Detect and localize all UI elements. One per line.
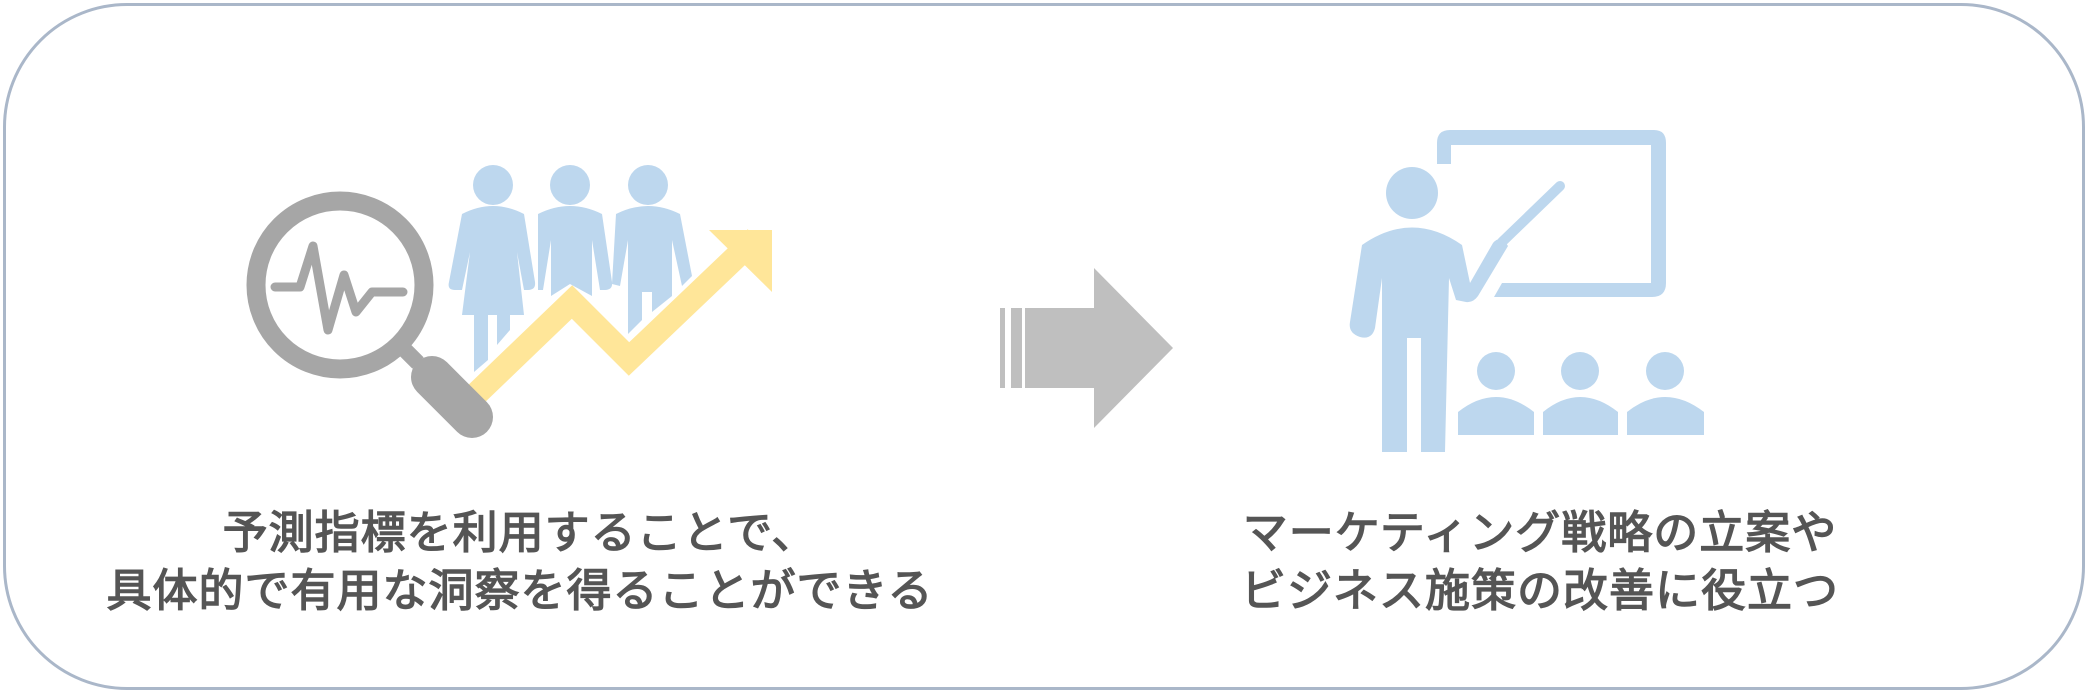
presenter-icon [1349,167,1565,452]
audience-member-3-icon [1627,352,1704,435]
right-caption: マーケティング戦略の立案や ビジネス施策の改善に役立つ [1130,504,1950,620]
whiteboard-icon [1437,130,1666,297]
audience-icon [1458,352,1704,435]
right-arrow-icon [1000,268,1173,428]
people-group-icon [448,165,692,372]
audience-member-2-icon [1543,352,1618,435]
audience-member-1-icon [1458,352,1534,435]
right-caption-line-1: マーケティング戦略の立案や [1242,506,1838,559]
left-caption: 予測指標を利用することで、 具体的で有用な洞察を得ることができる [60,504,980,620]
left-caption-line-1: 予測指標を利用することで、 [222,506,818,559]
left-caption-line-2: 具体的で有用な洞察を得ることができる [106,564,934,617]
person-figure-3-icon [612,165,692,334]
right-caption-line-2: ビジネス施策の改善に役立つ [1240,564,1839,617]
person-figure-2-icon [538,165,613,296]
magnifier-pulse-icon [246,191,493,438]
person-figure-1-icon [448,165,536,372]
growth-arrow-icon [461,229,772,409]
